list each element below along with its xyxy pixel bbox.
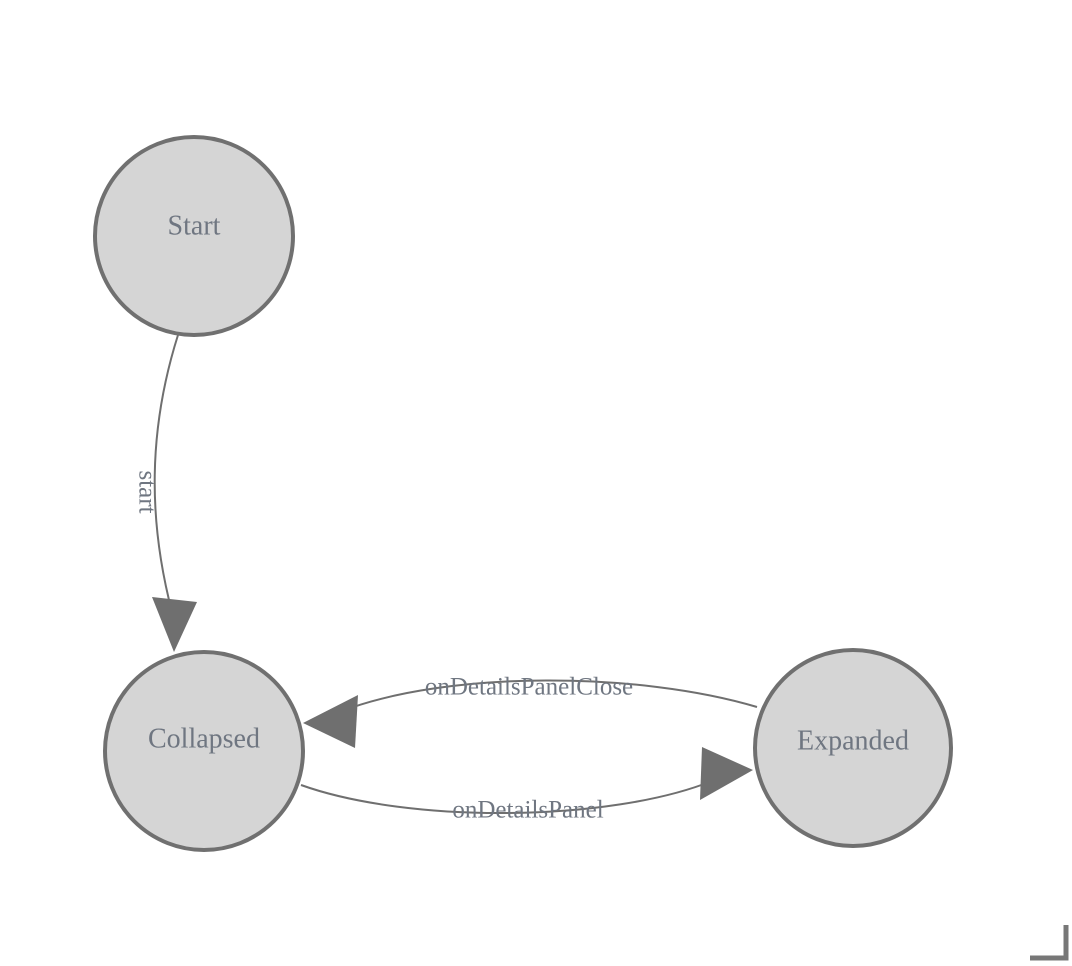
edge-path-expanded-to-collapsed — [341, 679, 758, 712]
edge-path-collapsed-to-expanded — [300, 780, 713, 815]
arrowhead-into-collapsed-top — [152, 597, 197, 652]
edge-label-on-details-panel: onDetailsPanel — [452, 797, 603, 824]
edge-path-start-to-collapsed — [153, 334, 179, 613]
node-start-label: Start — [168, 210, 221, 241]
arrowhead-into-expanded — [700, 747, 753, 800]
corner-mark-shape — [1030, 925, 1069, 961]
arrowhead-into-collapsed-side — [303, 695, 358, 748]
edge-start-to-collapsed[interactable] — [152, 334, 197, 652]
resize-corner-mark[interactable] — [1030, 925, 1069, 961]
node-collapsed[interactable]: Collapsed — [103, 650, 305, 852]
edge-label-on-details-panel-close: onDetailsPanelClose — [425, 674, 633, 701]
edge-collapsed-to-expanded[interactable] — [300, 747, 753, 815]
node-collapsed-label: Collapsed — [148, 723, 260, 754]
node-start-circle — [93, 135, 295, 337]
node-expanded[interactable]: Expanded — [753, 648, 953, 848]
node-collapsed-circle — [103, 650, 305, 852]
node-start[interactable]: Start — [93, 135, 295, 337]
node-expanded-circle — [753, 648, 953, 848]
edge-expanded-to-collapsed[interactable] — [303, 679, 758, 748]
edge-label-start: start — [133, 470, 160, 513]
node-expanded-label: Expanded — [797, 725, 909, 756]
